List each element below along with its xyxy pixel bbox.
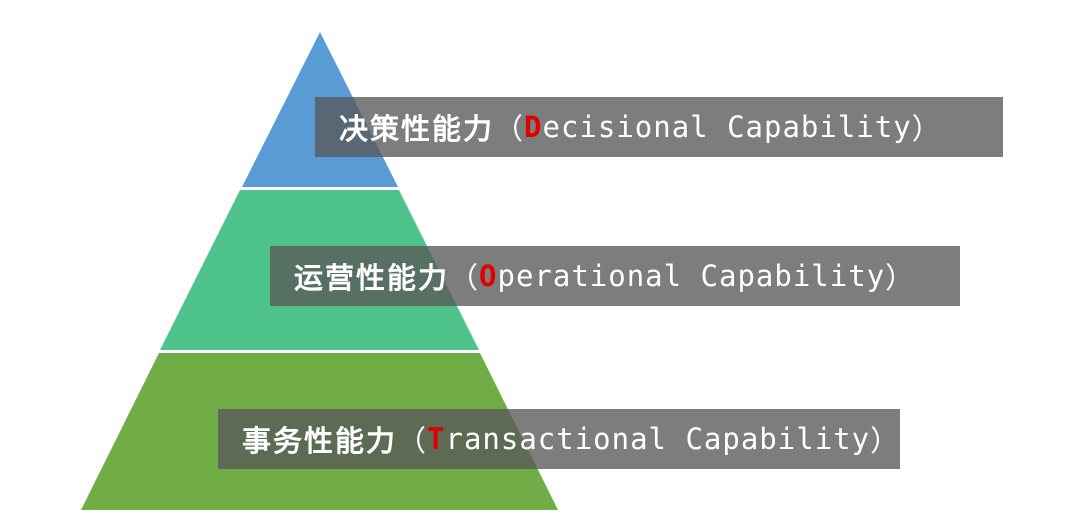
label-rest: perational Capability bbox=[497, 259, 886, 293]
label-initial: O bbox=[479, 259, 498, 293]
label-open-paren: （ bbox=[397, 424, 428, 458]
label-close-paren: ） bbox=[911, 112, 942, 146]
label-open-paren: （ bbox=[449, 261, 480, 295]
label-initial: D bbox=[524, 110, 543, 144]
label-rest: ransactional Capability bbox=[445, 422, 871, 456]
label-close-paren: ） bbox=[885, 261, 916, 295]
label-initial: T bbox=[427, 422, 446, 456]
label-rest: ecisional Capability bbox=[542, 110, 912, 144]
label-zh: 运营性能力 bbox=[294, 261, 450, 295]
label-close-paren: ） bbox=[870, 424, 901, 458]
label-open-paren: （ bbox=[494, 112, 525, 146]
label-zh: 决策性能力 bbox=[339, 112, 495, 146]
label-zh: 事务性能力 bbox=[242, 424, 398, 458]
